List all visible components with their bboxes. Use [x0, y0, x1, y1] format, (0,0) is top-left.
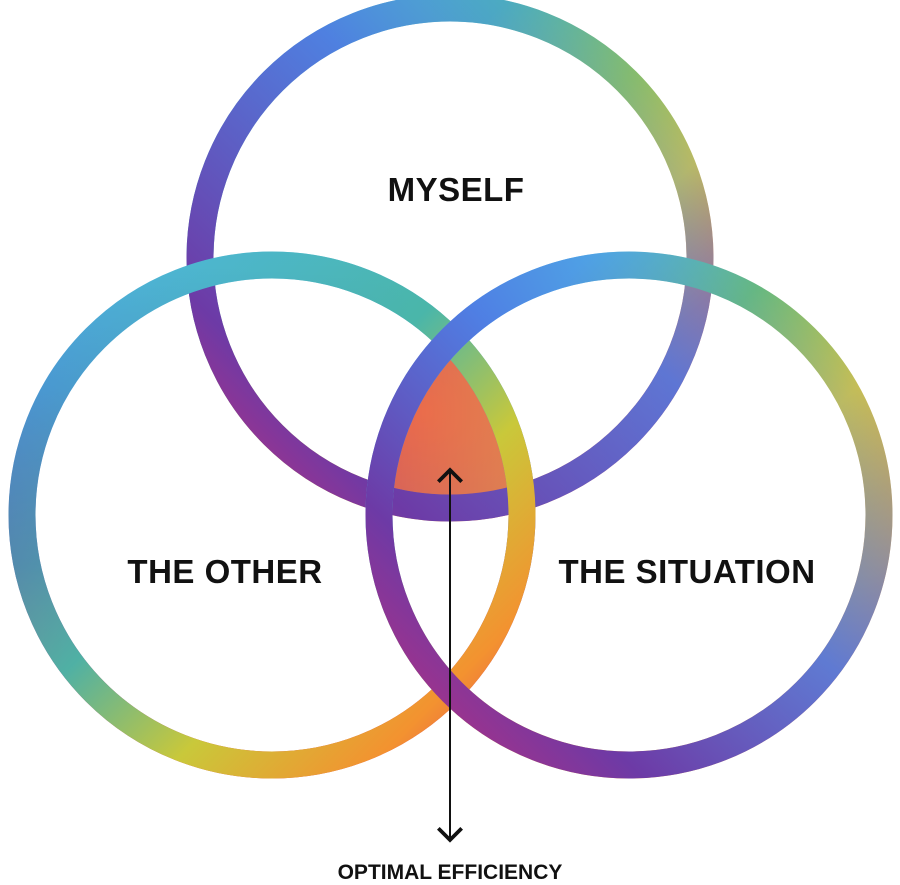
label-the-other: THE OTHER	[127, 553, 323, 590]
label-myself: MYSELF	[387, 171, 525, 208]
circle-the-situation	[365, 251, 893, 779]
label-optimal-efficiency: OPTIMAL EFFICIENCY	[337, 861, 563, 884]
circle-the-other	[8, 251, 536, 779]
label-the-situation: THE SITUATION	[558, 553, 816, 590]
